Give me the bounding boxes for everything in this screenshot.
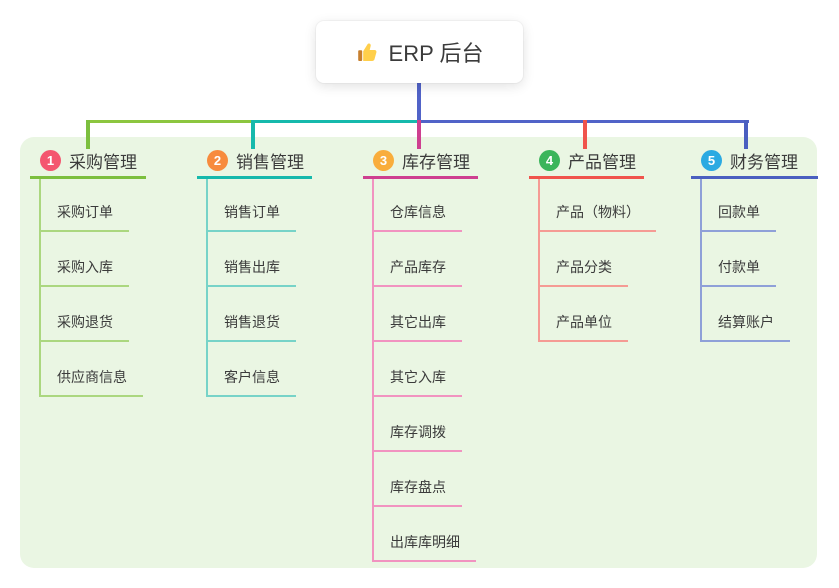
connector-branch-5-drop-line xyxy=(744,120,748,149)
branch-trunk-line-5 xyxy=(700,179,702,341)
child-node[interactable]: 产品分类 xyxy=(538,257,628,287)
branch-underline-2 xyxy=(197,176,312,179)
branch-number-badge: 5 xyxy=(701,149,722,171)
child-node[interactable]: 回款单 xyxy=(700,202,776,232)
child-node[interactable]: 采购入库 xyxy=(39,257,129,287)
branch-title-1[interactable]: 1 采购管理 xyxy=(30,147,146,173)
branch-title-2[interactable]: 2 销售管理 xyxy=(197,147,312,173)
branch-number-badge: 3 xyxy=(373,149,394,171)
connector-branch-1-drop-line xyxy=(86,120,90,149)
branch-label: 采购管理 xyxy=(69,152,137,172)
child-node[interactable]: 客户信息 xyxy=(206,367,296,397)
branch-trunk-line-2 xyxy=(206,179,208,396)
connector-root-drop-line xyxy=(417,82,421,123)
branch-underline-1 xyxy=(30,176,146,179)
branch-label: 产品管理 xyxy=(568,152,636,172)
child-node[interactable]: 出库库明细 xyxy=(372,532,476,562)
branch-underline-5 xyxy=(691,176,818,179)
branch-trunk-line-4 xyxy=(538,179,540,341)
branch-underline-4 xyxy=(529,176,644,179)
child-node[interactable]: 其它出库 xyxy=(372,312,462,342)
branches-background-panel xyxy=(20,137,817,568)
child-node[interactable]: 销售退货 xyxy=(206,312,296,342)
child-node[interactable]: 供应商信息 xyxy=(39,367,143,397)
child-node[interactable]: 产品单位 xyxy=(538,312,628,342)
branch-number-badge: 4 xyxy=(539,149,560,171)
connector-branch-3-drop-line xyxy=(417,120,421,149)
branch-label: 库存管理 xyxy=(402,152,470,172)
branch-title-3[interactable]: 3 库存管理 xyxy=(363,147,478,173)
branch-title-5[interactable]: 5 财务管理 xyxy=(691,147,818,173)
child-node[interactable]: 销售订单 xyxy=(206,202,296,232)
child-node[interactable]: 其它入库 xyxy=(372,367,462,397)
root-node[interactable]: ERP 后台 xyxy=(316,21,523,83)
connector-branch-4-drop-line xyxy=(583,120,587,149)
child-node[interactable]: 结算账户 xyxy=(700,312,790,342)
child-node[interactable]: 采购退货 xyxy=(39,312,129,342)
root-node-label: ERP 后台 xyxy=(388,41,484,66)
branch-number-badge: 1 xyxy=(40,149,61,171)
child-node[interactable]: 采购订单 xyxy=(39,202,129,232)
connector-horizontal-segment-2 xyxy=(253,120,419,123)
branch-trunk-line-3 xyxy=(372,179,374,561)
branch-title-4[interactable]: 4 产品管理 xyxy=(529,147,644,173)
branch-number-badge: 2 xyxy=(207,149,228,171)
connector-horizontal-segment-1 xyxy=(86,120,253,123)
branch-label: 财务管理 xyxy=(730,152,798,172)
child-node[interactable]: 销售出库 xyxy=(206,257,296,287)
child-node[interactable]: 产品（物料） xyxy=(538,202,656,232)
child-node[interactable]: 付款单 xyxy=(700,257,776,287)
child-node[interactable]: 仓库信息 xyxy=(372,202,462,232)
child-node[interactable]: 库存盘点 xyxy=(372,477,462,507)
child-node[interactable]: 库存调拨 xyxy=(372,422,462,452)
branch-label: 销售管理 xyxy=(236,152,304,172)
connector-branch-2-drop-line xyxy=(251,120,255,149)
thumbs-up-icon xyxy=(356,40,380,64)
branch-underline-3 xyxy=(363,176,478,179)
child-node[interactable]: 产品库存 xyxy=(372,257,462,287)
branch-trunk-line-1 xyxy=(39,179,41,396)
